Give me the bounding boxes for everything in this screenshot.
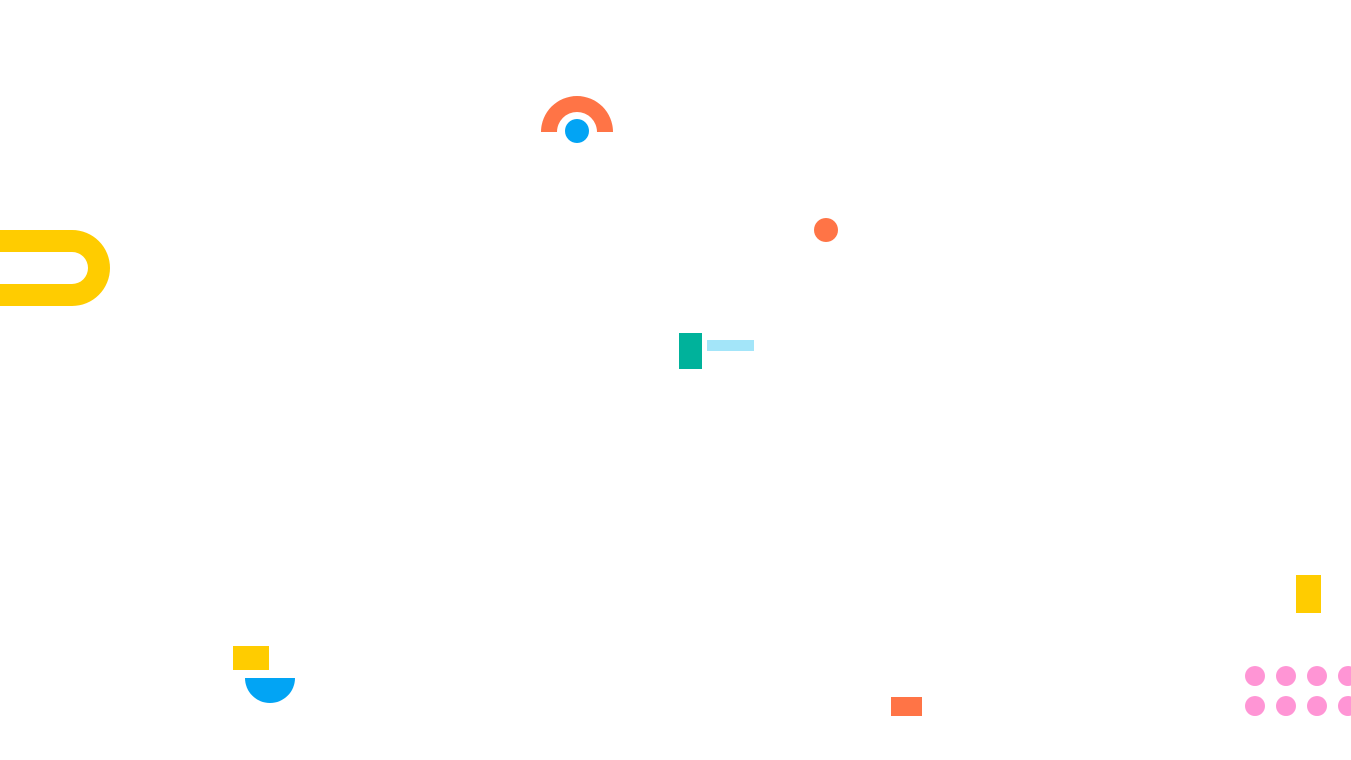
yellow-rectangle-shape — [1296, 575, 1321, 613]
orange-circle-shape — [814, 218, 838, 242]
yellow-pill-shape — [0, 230, 110, 306]
pink-dot-grid-shape — [1245, 666, 1351, 716]
orange-arch-shape — [541, 96, 613, 143]
yellow-small-rectangle — [233, 646, 269, 670]
blue-dot — [565, 119, 589, 143]
blue-half-circle — [245, 678, 295, 703]
yellow-blue-composite-shape — [233, 646, 295, 703]
teal-bar-shape — [679, 333, 754, 369]
light-blue-rectangle — [707, 340, 754, 351]
orange-rectangle-shape — [891, 697, 922, 716]
teal-rectangle — [679, 333, 702, 369]
orange-half-ring — [541, 96, 613, 132]
